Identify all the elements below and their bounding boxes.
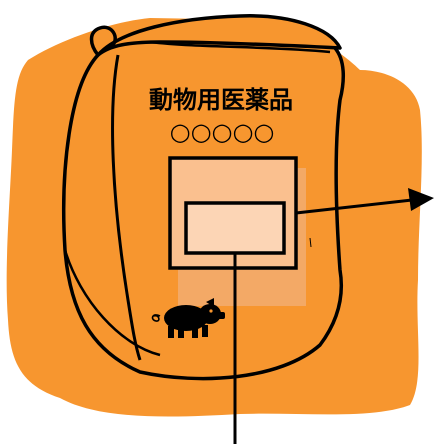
label-inner <box>186 203 284 253</box>
product-title: 動物用医薬品 <box>149 86 293 114</box>
pointer-arrowhead <box>408 188 434 211</box>
product-name-placeholder: ○○○○○ <box>170 118 275 146</box>
